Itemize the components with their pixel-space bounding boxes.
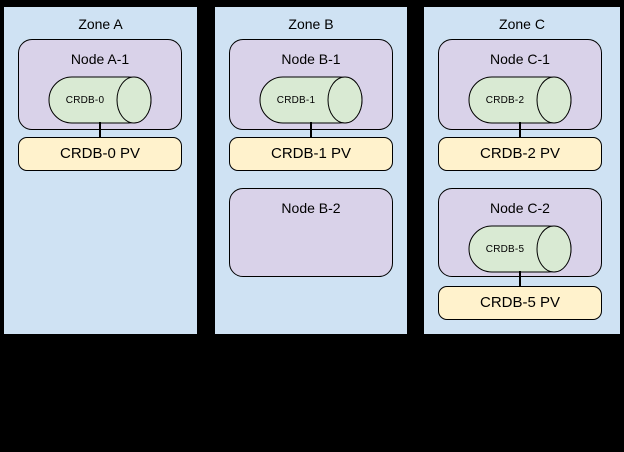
node-a1-title: Node A-1 <box>70 51 130 67</box>
node-c1: Node C-1 CRDB-2 <box>438 39 602 130</box>
node-b1: Node B-1 CRDB-1 <box>229 39 393 130</box>
pod-crdb-0-label: CRDB-0 <box>65 94 105 106</box>
pod-crdb-2-label: CRDB-2 <box>485 94 525 106</box>
pv-crdb-5-label: CRDB-5 PV <box>479 294 561 311</box>
node-b2: Node B-2 <box>229 188 393 277</box>
pv-crdb-1: CRDB-1 PV <box>229 137 393 171</box>
cylinder-icon <box>259 76 363 124</box>
node-c1-title: Node C-1 <box>490 51 550 67</box>
cylinder-icon <box>48 76 152 124</box>
pod-crdb-1: CRDB-1 <box>259 76 363 124</box>
pod-crdb-1-label: CRDB-1 <box>276 94 316 106</box>
pv-crdb-0-label: CRDB-0 PV <box>59 145 141 162</box>
pv-crdb-2-label: CRDB-2 PV <box>479 145 561 162</box>
zone-c: Zone C Node C-1 CRDB-2 CRDB-2 PV Node C-… <box>422 5 622 336</box>
pv-crdb-5: CRDB-5 PV <box>438 286 602 320</box>
pod-crdb-2: CRDB-2 <box>468 76 572 124</box>
connector-pod5-pv5 <box>519 271 521 288</box>
connector-pod2-pv2 <box>519 122 521 139</box>
pv-crdb-1-label: CRDB-1 PV <box>270 145 352 162</box>
zone-b-title: Zone B <box>288 16 334 32</box>
cylinder-icon <box>468 76 572 124</box>
node-b1-title: Node B-1 <box>281 51 341 67</box>
connector-pod1-pv1 <box>310 122 312 139</box>
connector-pod0-pv0 <box>99 122 101 139</box>
zone-c-title: Zone C <box>499 16 545 32</box>
pv-crdb-0: CRDB-0 PV <box>18 137 182 171</box>
node-c2: Node C-2 CRDB-5 <box>438 188 602 277</box>
cylinder-icon <box>468 225 572 273</box>
pv-crdb-2: CRDB-2 PV <box>438 137 602 171</box>
node-a1: Node A-1 CRDB-0 <box>18 39 182 130</box>
pod-crdb-5-label: CRDB-5 <box>485 243 525 255</box>
zone-a: Zone A Node A-1 CRDB-0 CRDB-0 PV <box>2 5 199 336</box>
zone-a-title: Zone A <box>78 16 123 32</box>
pod-crdb-0: CRDB-0 <box>48 76 152 124</box>
node-b2-title: Node B-2 <box>281 200 341 216</box>
pod-crdb-5: CRDB-5 <box>468 225 572 273</box>
zone-b: Zone B Node B-1 CRDB-1 CRDB-1 PV Node B-… <box>213 5 409 336</box>
node-c2-title: Node C-2 <box>490 200 550 216</box>
